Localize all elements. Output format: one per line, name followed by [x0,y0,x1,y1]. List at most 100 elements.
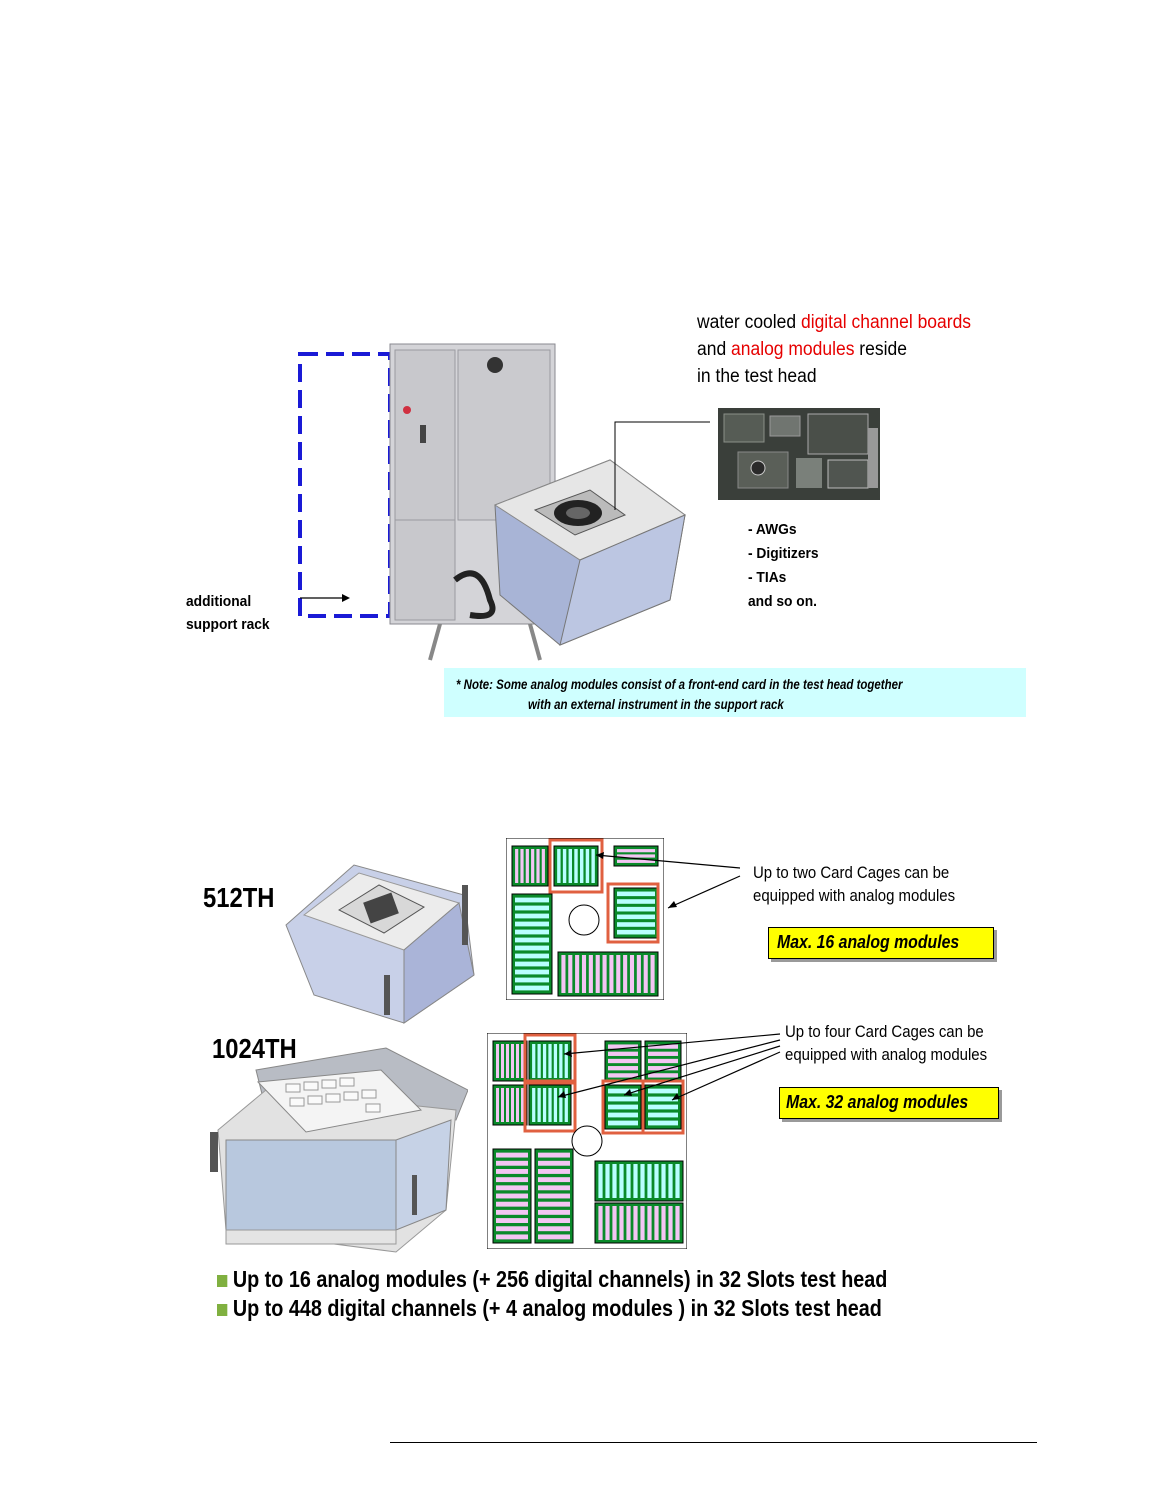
card-slot [598,1164,603,1198]
card-slot [595,955,600,993]
card-slot [562,849,567,883]
card-slot [496,1044,499,1078]
card-slot [538,1193,570,1199]
card-slot [537,1044,541,1078]
card-slot [608,1073,638,1078]
card-slot [557,849,561,883]
card-slot [515,897,549,903]
card-slot [617,899,655,904]
card-slot [608,1112,638,1118]
test-head [493,459,687,646]
card-slot [516,1088,519,1122]
card-slot [559,1088,563,1122]
card-cage [594,1202,684,1244]
th1024-label: 1024TH [212,1033,297,1064]
card-slot [548,1044,552,1078]
card-slot [525,849,529,883]
card-slot [640,1164,645,1198]
card-slot [520,849,524,883]
card-slot [648,1096,678,1102]
circuit-board-image [718,408,880,500]
module-list-item: - AWGs [748,521,797,538]
card-slot [648,1088,678,1094]
card-slot [542,1088,547,1122]
card-slot [648,1120,678,1126]
card-slot [668,1164,673,1198]
card-slot [532,1044,536,1078]
card-slot [496,1185,528,1191]
card-slot [605,1164,610,1198]
th1024-callout-arrows [557,1033,781,1101]
analog-cage-highlight [523,1033,577,1085]
card-slot [515,937,549,943]
card-slot [650,955,655,993]
th512-callout: Up to two Card Cages can be equipped wit… [753,863,956,905]
card-slot [515,849,519,883]
card-slot [538,1185,570,1191]
card-slot [661,1164,666,1198]
card-slot [548,1088,552,1122]
card-slot [648,1044,678,1049]
card-slot [496,1169,528,1174]
card-slot [617,906,655,912]
card-slot [538,1209,570,1215]
th1024-callout: Up to four Card Cages can be equipped wi… [785,1022,988,1064]
analog-cage-highlight [606,882,660,944]
card-slot [496,1218,528,1223]
card-slot [541,849,545,883]
card-slot [538,1177,570,1183]
bullet-square-icon [217,1304,228,1316]
tester-system-illustration [298,343,710,661]
card-slot [633,1206,638,1240]
card-slot [633,1164,638,1198]
card-slot [515,977,549,983]
card-slot [648,1104,678,1110]
note-line-1: * Note: Some analog modules consist of a… [456,676,903,692]
card-slot [537,1088,541,1122]
card-slot [515,929,549,935]
th1024-image [210,1047,468,1253]
footer-rule [390,1442,1037,1443]
card-slot [538,1234,570,1240]
card-slot [506,1044,509,1078]
card-slot [609,955,614,993]
module-list-item: and so on. [748,593,817,610]
card-slot [538,1169,570,1174]
card-slot [617,914,655,920]
card-slot [553,1044,558,1078]
card-slot [623,955,628,993]
card-slot [640,1206,645,1240]
support-rack-outline [298,352,392,618]
card-slot [616,955,621,993]
card-slot [515,905,549,911]
card-slot [496,1177,528,1183]
card-slot [619,1164,624,1198]
card-slot [661,1206,666,1240]
card-slot [515,913,549,919]
card-slot [675,1206,680,1240]
card-slot [521,1088,524,1122]
card-slot [648,1051,678,1056]
caption-line-1: water cooled digital channel boards [697,312,972,333]
card-slot [629,955,635,993]
card-slot [591,849,595,883]
analog-cage-highlight [641,1079,685,1135]
card-slot [588,955,593,993]
th512-label: 512TH [203,882,275,913]
card-slot [608,1066,638,1071]
caption-line-2: and analog modules reside [697,339,907,360]
th1024-max-badge: Max. 32 analog modules [779,1087,999,1119]
card-slot [568,849,572,883]
card-slot [564,1088,568,1122]
card-slot [648,1073,678,1078]
card-slot [617,849,655,853]
card-slot [515,969,549,975]
card-slot [568,955,573,993]
card-slot [602,955,607,993]
card-slot [561,955,566,993]
card-slot [496,1234,528,1240]
caption-line-3: in the test head [697,366,817,387]
card-slot [575,955,580,993]
th512-image [285,864,475,1024]
card-slot [608,1088,638,1094]
